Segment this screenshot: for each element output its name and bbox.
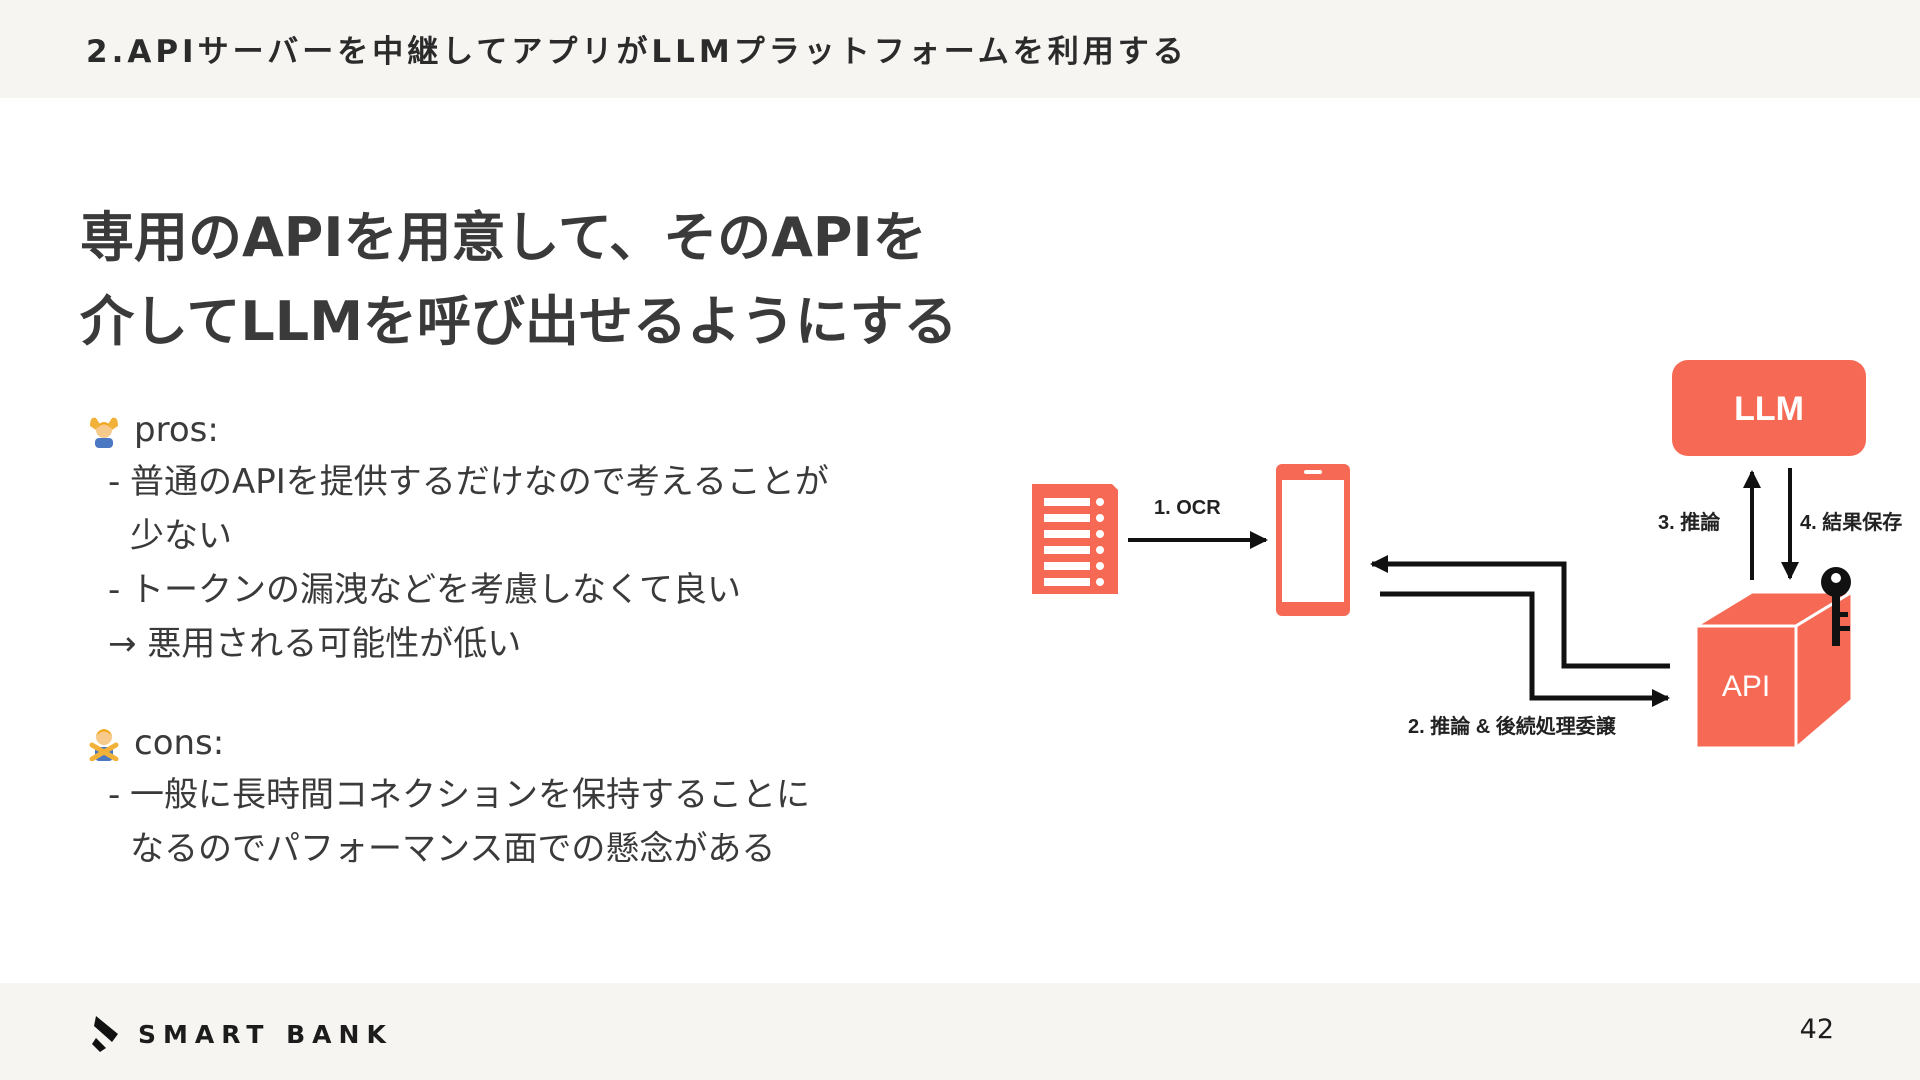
main-heading-line-1: 専用のAPIを用意して、そのAPIを bbox=[80, 196, 1080, 280]
cons-item-text: 一般に長時間コネクションを保持することに bbox=[130, 775, 810, 815]
cons-item: - 一般に長時間コネクションを保持することに bbox=[108, 768, 810, 822]
llm-label: LLM bbox=[1734, 390, 1804, 428]
step-3-label: 3. 推論 bbox=[1658, 510, 1721, 534]
pros-item-continuation: 少ない bbox=[108, 509, 829, 563]
pros-item: - トークンの漏洩などを考慮しなくて良い bbox=[108, 563, 829, 617]
pros-item-text: トークンの漏洩などを考慮しなくて良い bbox=[130, 570, 741, 610]
brand-name: SMART BANK bbox=[138, 1020, 393, 1049]
pros-item-marker: - bbox=[108, 563, 120, 617]
ok-gesture-person-icon bbox=[86, 412, 122, 448]
pros-section: pros: - 普通のAPIを提供するだけなので考えることが 少ない - トーク… bbox=[86, 405, 829, 671]
cons-section: cons: - 一般に長時間コネクションを保持することに なるのでパフォーマンス… bbox=[86, 718, 810, 876]
step-4-label: 4. 結果保存 bbox=[1800, 510, 1902, 534]
brand-logo: SMART BANK bbox=[92, 1012, 393, 1056]
pros-item-text: 普通のAPIを提供するだけなので考えることが bbox=[130, 462, 829, 502]
request-arrow bbox=[1380, 594, 1668, 698]
pros-item-marker: - bbox=[108, 455, 120, 509]
cons-item-continuation: なるのでパフォーマンス面での懸念がある bbox=[108, 822, 810, 876]
pros-item: - 普通のAPIを提供するだけなので考えることが bbox=[108, 455, 829, 509]
cons-item-text: なるのでパフォーマンス面での懸念がある bbox=[130, 829, 775, 869]
pros-consequence: → 悪用される可能性が低い bbox=[108, 617, 829, 671]
api-cube-icon: API bbox=[1696, 592, 1852, 748]
llm-box: LLM bbox=[1672, 360, 1866, 456]
slide-section-title: 2.APIサーバーを中継してアプリがLLMプラットフォームを利用する bbox=[86, 26, 1188, 71]
pros-label: pros: bbox=[134, 410, 219, 450]
smartphone-icon bbox=[1276, 464, 1350, 616]
page-number: 42 bbox=[1800, 1014, 1834, 1045]
architecture-diagram: 1. OCR 2. 推論 & 後続処理委譲 LLM 3. 推論 4. bbox=[1020, 350, 1920, 770]
cons-heading: cons: bbox=[86, 718, 810, 768]
cons-label: cons: bbox=[134, 723, 224, 763]
api-label: API bbox=[1722, 670, 1770, 703]
response-arrow bbox=[1372, 564, 1670, 666]
pros-heading: pros: bbox=[86, 405, 829, 455]
cons-item-marker: - bbox=[108, 768, 120, 822]
main-heading-line-2: 介してLLMを呼び出せるようにする bbox=[80, 280, 1080, 364]
step-1-label: 1. OCR bbox=[1154, 497, 1221, 519]
no-gesture-person-icon bbox=[86, 725, 122, 761]
brand-mark-icon bbox=[92, 1012, 122, 1056]
step-2-label: 2. 推論 & 後続処理委譲 bbox=[1408, 714, 1617, 738]
receipt-icon bbox=[1032, 484, 1118, 594]
main-heading: 専用のAPIを用意して、そのAPIを 介してLLMを呼び出せるようにする bbox=[80, 196, 1080, 364]
pros-item-text: 少ない bbox=[130, 516, 232, 556]
header-bar: 2.APIサーバーを中継してアプリがLLMプラットフォームを利用する bbox=[0, 0, 1920, 98]
